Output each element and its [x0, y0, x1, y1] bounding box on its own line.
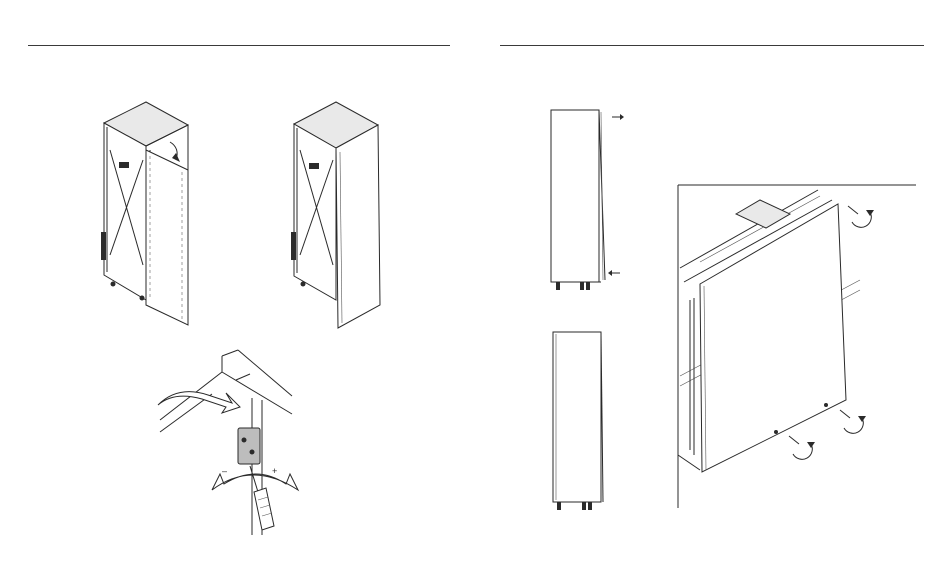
appliance-side-alignment-illustration	[551, 110, 624, 290]
appliance-door-removal-illustration	[101, 102, 188, 325]
rotate-clockwise-icon	[848, 206, 874, 227]
rotate-clockwise-icon	[789, 436, 815, 459]
appliance-side-aligned-illustration	[553, 332, 603, 510]
svg-text:+: +	[272, 466, 277, 476]
svg-text:–: –	[222, 466, 227, 476]
double-arrow-icon	[158, 392, 240, 413]
door-leveling-detail-illustration	[678, 185, 916, 508]
appliance-door-fitted-illustration	[291, 102, 380, 328]
hinge-adjustment-illustration: + –	[158, 350, 298, 535]
rotate-clockwise-icon	[840, 410, 866, 433]
